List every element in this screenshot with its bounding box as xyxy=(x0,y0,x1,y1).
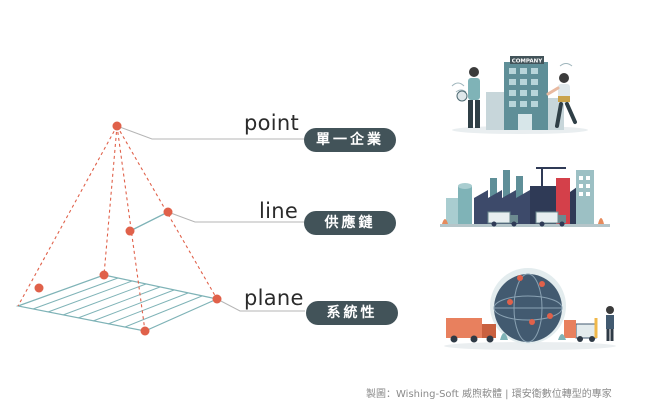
term-point: point xyxy=(244,111,300,135)
line-dot-end xyxy=(163,207,173,217)
company-illustration: COMPANY xyxy=(451,56,588,134)
term-line: line xyxy=(259,199,299,223)
leader-lines xyxy=(116,125,305,312)
line-dot-start xyxy=(125,226,135,236)
company-sign: COMPANY xyxy=(512,59,544,65)
plane-shape xyxy=(15,274,219,332)
leader-line-line xyxy=(167,211,305,223)
label-single-enterprise: 單一企業 xyxy=(304,128,396,152)
factory-illustration xyxy=(440,167,610,227)
logistics-illustration xyxy=(444,268,616,350)
label-systemic: 系統性 xyxy=(306,301,398,325)
line-segment xyxy=(129,211,169,232)
label-supply-chain: 供應鏈 xyxy=(304,211,396,235)
leader-line-point xyxy=(116,125,305,140)
plane-dot-back xyxy=(99,270,109,280)
image-credit: 製圖：Wishing-Soft 威煦軟體 | 環安衛數位轉型的專家 xyxy=(366,389,612,400)
term-plane: plane xyxy=(244,286,304,310)
edge-dot-left xyxy=(34,283,44,293)
plane-dot-right xyxy=(212,294,222,304)
leader-line-plane xyxy=(216,298,305,312)
pyramid-dots xyxy=(34,121,222,336)
pyramid-edges xyxy=(17,125,218,332)
apex-dot xyxy=(112,121,122,131)
plane-dot-front xyxy=(140,326,150,336)
